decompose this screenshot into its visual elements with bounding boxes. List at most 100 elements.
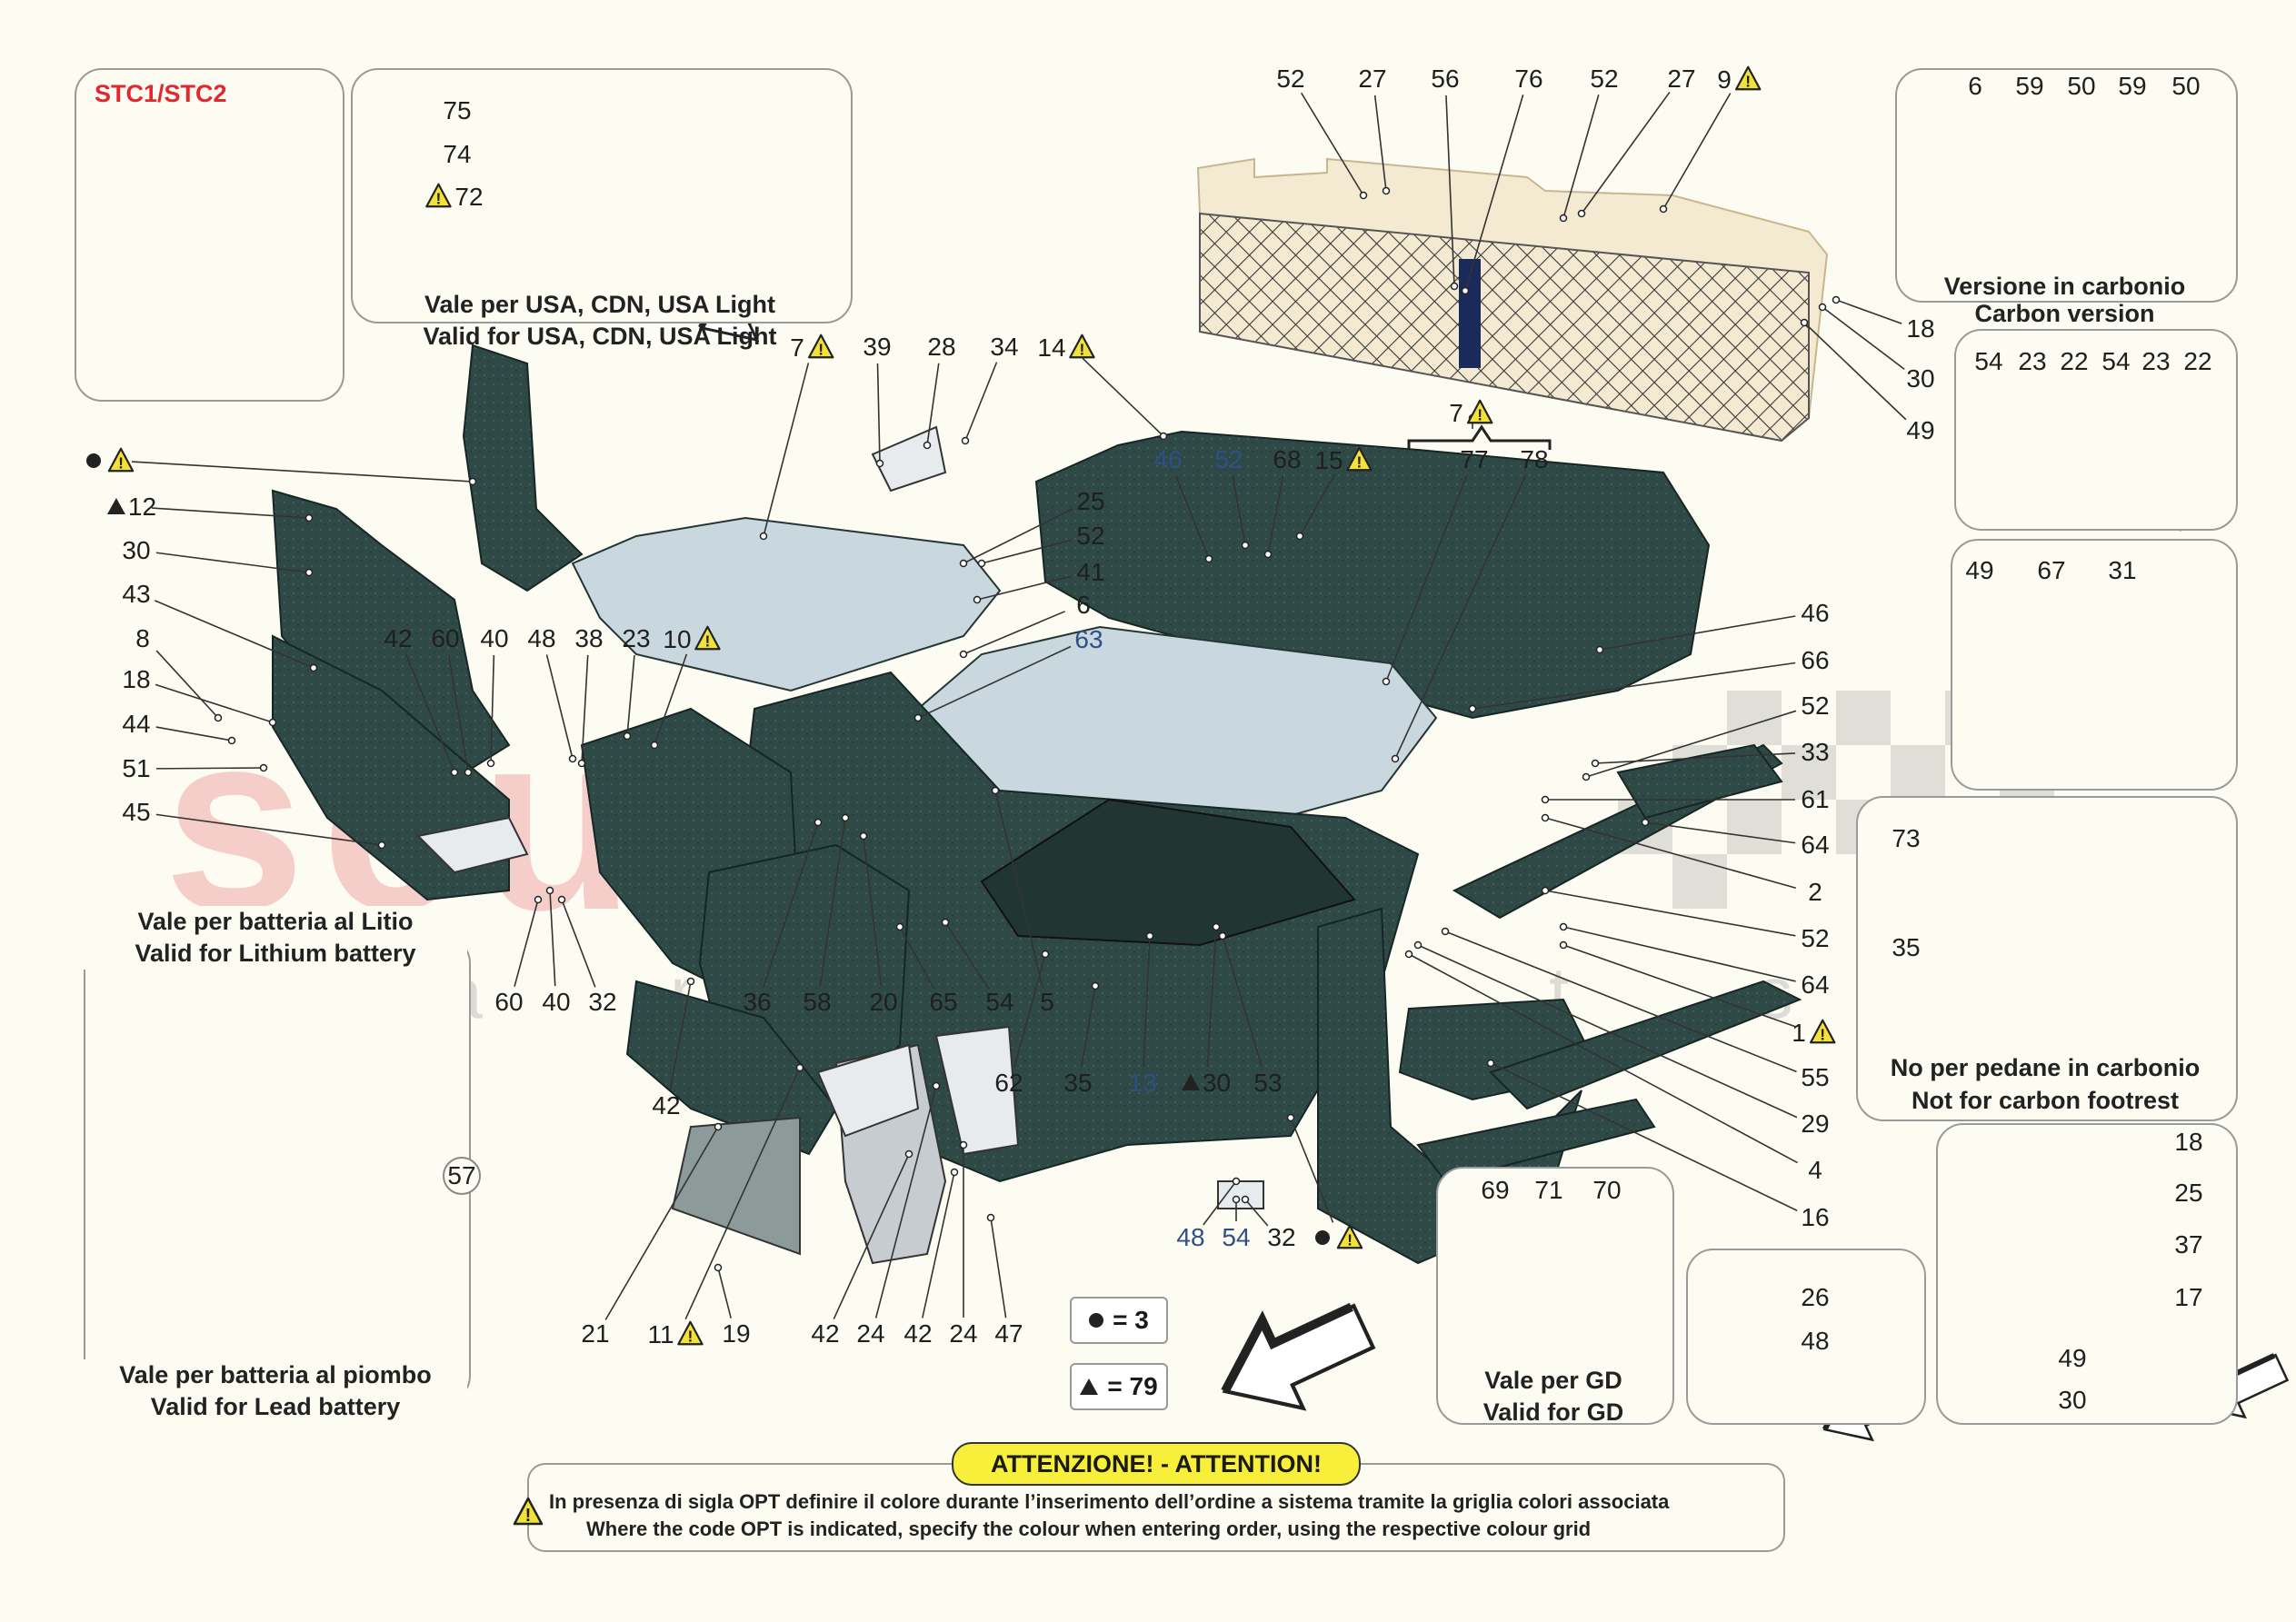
fastener-point [309,663,318,672]
footrest-note-line1: No per pedane in carbonio [1890,1054,2201,1081]
fastener-inset [1954,329,2238,531]
fastener-point [1232,1177,1241,1186]
leader-line [964,362,998,442]
svg-text:!: ! [1745,73,1751,91]
part-label: 54 [985,990,1013,1015]
part-label: 25 [1076,489,1104,514]
leader-line [944,921,990,990]
leader-line [155,552,310,573]
part-label: 54 [2101,349,2130,374]
part-label: 43 [122,582,150,607]
leader-line [1464,95,1524,292]
warning-triangle-icon: ! [1336,1224,1363,1249]
part-number: 46 [1153,445,1183,473]
fastener-point [1450,282,1459,291]
leader-line [863,835,883,987]
fastener-point [304,568,314,577]
part-number: 64 [1801,831,1830,859]
fastener-point [1486,1059,1495,1068]
part-label: 46 [1153,447,1182,473]
warning-triangle-icon: ! [107,447,135,473]
part-label: 76 [1514,66,1542,92]
legend-circle-count: = 3 [1113,1306,1149,1334]
part-label: 2 [1808,880,1822,905]
leader-line [155,813,383,846]
part-number: 29 [1801,1110,1830,1138]
part-number: 55 [1801,1063,1830,1091]
leader-line [1174,474,1210,560]
part-label: 7! [790,333,837,361]
leader-line [819,817,846,987]
part-label: 10! [663,625,724,652]
part-number: 62 [994,1069,1023,1097]
part-label: 34 [990,334,1018,360]
svg-text:!: ! [436,190,442,208]
part-label: 30 [2058,1388,2086,1413]
part-number: 8 [135,624,150,652]
part-number: 75 [443,96,472,124]
leader-line [994,790,1043,987]
legend-triangle: = 79 [1070,1363,1168,1410]
usa-note-line2: Valid for USA, CDN, USA Light [423,323,777,350]
part-label: 51 [122,756,150,781]
leader-line [1585,710,1797,778]
part-label: 49 [2058,1346,2086,1371]
part-label: 78 [1520,447,1548,473]
svg-text:!: ! [1477,406,1482,424]
svg-text:!: ! [705,632,711,651]
part-number: 69 [1481,1176,1510,1204]
fastener-point [534,895,543,904]
part-number: 6 [1968,72,1982,100]
part-label: 13 [1128,1070,1156,1096]
leader-line [1013,953,1046,1068]
attention-title: ATTENZIONE! - ATTENTION! [952,1442,1361,1486]
part-number: 66 [1801,646,1830,674]
fastener-point [1659,204,1668,214]
leader-line [684,1067,801,1319]
leader-line [1244,1199,1269,1227]
part-number: 64 [1801,970,1830,999]
part-number: 37 [2174,1230,2203,1259]
part-number: 50 [2171,72,2201,100]
part-label: 32 [588,990,616,1015]
part-number: 18 [1906,314,1935,343]
svg-text:!: ! [118,454,124,473]
leader-line [514,899,539,987]
part-label: 55 [1801,1065,1829,1090]
usa-note-line1: Vale per USA, CDN, USA Light [424,291,776,318]
part-label: 48 [1801,1328,1829,1354]
part-label: 18 [2174,1129,2202,1155]
leader-line [1394,473,1527,760]
fastener-point [214,713,223,722]
part-label: 9! [1717,65,1764,93]
fastener-point [1591,759,1600,768]
fastener-point [1204,554,1213,563]
part-label: 42 [903,1321,932,1347]
part-label: 42 [652,1093,680,1119]
part-number: 18 [2174,1128,2203,1156]
part-label: 47 [994,1321,1023,1347]
part-number: 63 [1074,625,1103,653]
gd-note-line1: Vale per GD [1484,1367,1622,1394]
part-label: 54 [1222,1225,1250,1250]
part-number: 33 [1801,738,1830,766]
part-number: 30 [2058,1386,2087,1414]
part-number: 68 [1273,445,1302,473]
fastener-point [1832,295,1841,304]
part-label: 48 [1176,1225,1204,1250]
fastener-point [986,1213,995,1222]
fastener-point [814,818,823,827]
battery-inset [84,936,471,1403]
part-number: 59 [2015,72,2044,100]
fastener-point [941,918,950,927]
carbon-note-line1: Versione in carbonio [1943,273,2186,300]
filled-circle-icon [1315,1230,1330,1245]
part-label: 31 [2108,558,2136,583]
usa-note: Vale per USA, CDN, USA Light Valid for U… [351,289,849,353]
carbon-inset [1895,68,2238,303]
fastener-point [1212,922,1221,931]
part-number: 61 [1801,785,1830,813]
part-label: 35 [1892,935,1920,960]
part-number: 45 [122,798,151,826]
part-number: 40 [542,988,571,1016]
